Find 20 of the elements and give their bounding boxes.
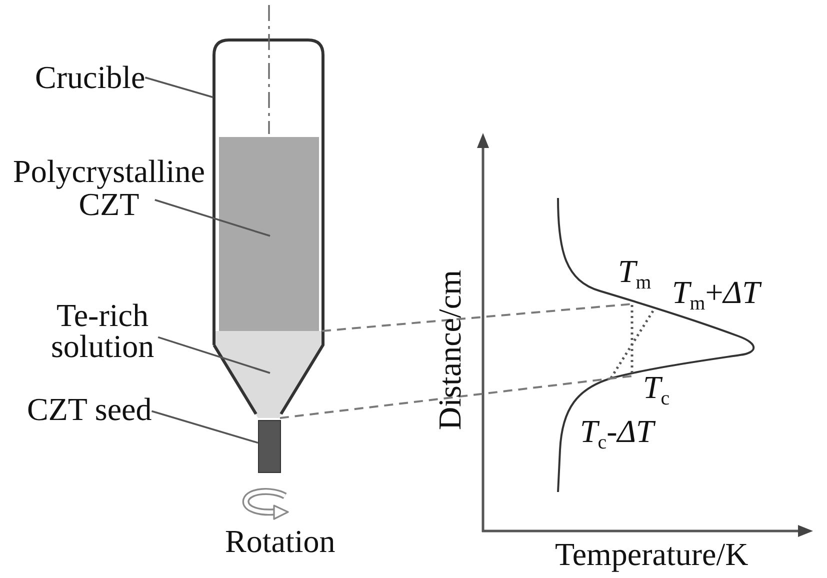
axis-label: Distance/cm — [434, 270, 466, 430]
part-label: Te-rich solution — [44, 300, 161, 362]
projection-line — [280, 375, 632, 419]
part-label: CZT seed — [27, 393, 152, 426]
seed-crystal — [258, 420, 281, 473]
part-label: Polycrystalline CZT — [6, 155, 212, 221]
part-label: Crucible — [35, 61, 146, 94]
leader-line — [144, 76, 214, 98]
curve-label: T$_{c}$ — [643, 371, 670, 404]
charge-block — [219, 137, 319, 331]
projection-line — [322, 303, 632, 332]
crucible — [212, 38, 325, 420]
rotation-label: Rotation — [225, 525, 336, 558]
curve-label: T$_{m}$+ΔT — [672, 276, 760, 309]
axis-label: Temperature/K — [555, 538, 748, 571]
curve-label: T$_{c}$-ΔT — [580, 415, 654, 448]
leader-line — [154, 199, 270, 237]
leader-line — [151, 410, 258, 444]
curve-label: T$_{m}$ — [618, 255, 652, 288]
leader-line — [158, 336, 270, 374]
